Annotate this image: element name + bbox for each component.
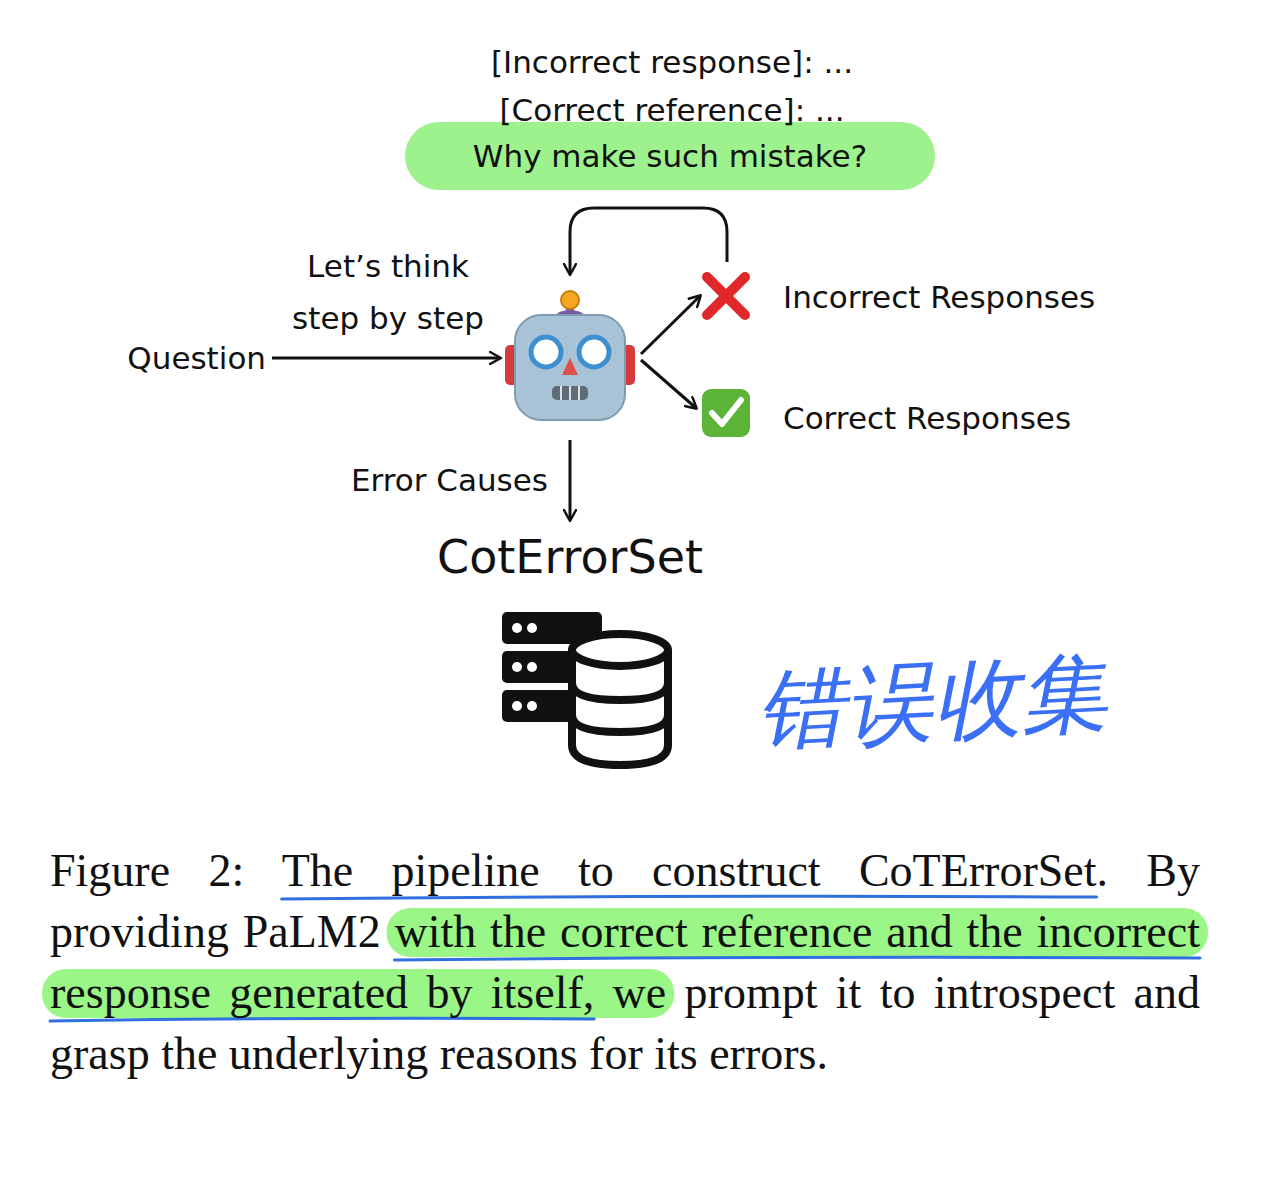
robot-icon <box>505 291 635 420</box>
dataset-name: CotErrorSet <box>437 530 703 584</box>
pen-underline <box>282 896 1097 899</box>
prompt-line: [Correct reference]: ... <box>499 92 844 128</box>
input-arrow <box>272 357 500 360</box>
output-label: Correct Responses <box>783 400 1071 436</box>
handwritten-note: 错误收集 <box>753 634 1111 771</box>
arrow-label: Error Causes <box>351 462 548 498</box>
input-label: Question <box>127 340 266 376</box>
branch-arrow <box>641 296 700 354</box>
database-icon <box>502 612 668 765</box>
output-arrow <box>569 440 572 520</box>
cross-mark <box>707 277 745 315</box>
prompt-line: [Incorrect response]: ... <box>491 44 853 80</box>
output-label: Incorrect Responses <box>783 279 1095 315</box>
feedback-arrow <box>570 208 727 274</box>
pen-underline <box>50 1018 594 1021</box>
pen-underline <box>394 957 1200 960</box>
arrow-label: Let’s think step by step <box>273 240 503 344</box>
node-text: Why make such mistake? <box>473 138 867 174</box>
check-mark <box>702 389 750 437</box>
branch-arrow <box>641 360 696 408</box>
highlight-pill: Why make such mistake? <box>405 122 935 190</box>
figure-caption: Figure 2: The pipeline to construct CoTE… <box>50 840 1200 1084</box>
